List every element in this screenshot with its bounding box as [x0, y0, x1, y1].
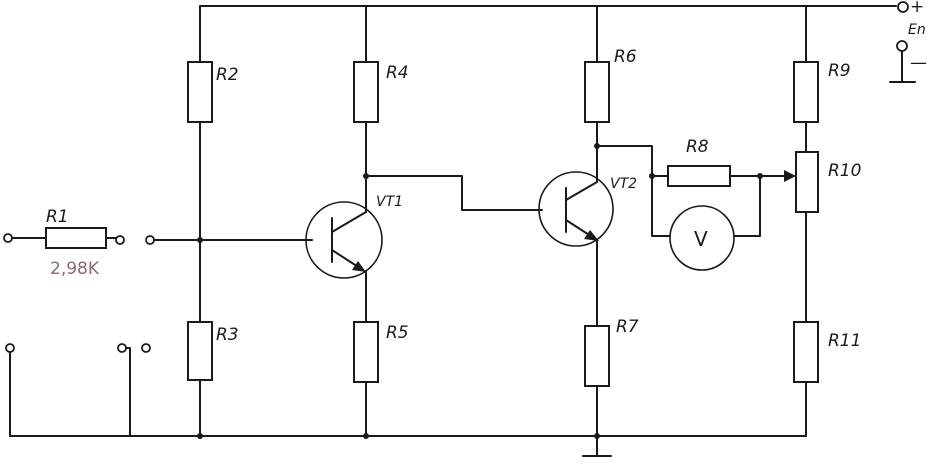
- resistor-r10-potentiometer: [795, 151, 819, 213]
- ground-mid-lead: [125, 347, 131, 437]
- resistor-r7: [584, 325, 610, 387]
- resistor-r4: [353, 61, 379, 123]
- junction-base-divider: [197, 237, 203, 243]
- supply-plus-sign: +: [910, 0, 924, 17]
- resistor-r11: [793, 321, 819, 383]
- bridge-left-wire: [596, 145, 671, 237]
- vt1-label: VT1: [376, 194, 403, 210]
- resistor-r3: [187, 321, 213, 381]
- vt2-collector-lead: [565, 181, 598, 201]
- r7-label: R7: [616, 317, 639, 337]
- vt1-collector-lead: [331, 211, 367, 233]
- ground-terminal-left[interactable]: [5, 343, 15, 353]
- r6-label: R6: [614, 47, 637, 67]
- vt1-emitter-arrow: [352, 261, 366, 272]
- resistor-r1: [45, 227, 107, 249]
- voltmeter-body: [669, 205, 735, 271]
- ground-symbol: [582, 435, 612, 457]
- junction-ground-r3: [197, 433, 203, 439]
- resistor-r9: [793, 61, 819, 123]
- r9-label: R9: [828, 61, 851, 81]
- ground-terminal-mid-b[interactable]: [141, 343, 151, 353]
- supply-minus-lead: [889, 50, 916, 83]
- r4-label: R4: [386, 63, 409, 83]
- transistor-vt1-body: [305, 201, 383, 279]
- r10-wiper-arrow: [784, 170, 796, 182]
- voltmeter-right-wire: [733, 175, 761, 237]
- r5-label: R5: [386, 323, 409, 343]
- ground-terminal-mid-a[interactable]: [117, 343, 127, 353]
- supply-label: En: [908, 22, 926, 38]
- voltmeter-label: V: [694, 227, 708, 251]
- transistor-vt2-body: [538, 171, 614, 247]
- r1-terminal-b[interactable]: [145, 235, 155, 245]
- r10-label: R10: [828, 161, 861, 181]
- junction-ground-r5: [363, 433, 369, 439]
- r8-label: R8: [686, 137, 709, 157]
- supply-minus-terminal[interactable]: [896, 40, 908, 52]
- input-terminal[interactable]: [3, 233, 13, 243]
- resistor-r5: [353, 321, 379, 383]
- resistor-r6: [584, 61, 610, 123]
- r11-label: R11: [828, 331, 861, 351]
- r1-value-label: 2,98K: [50, 259, 100, 279]
- r1-terminal-a[interactable]: [115, 235, 125, 245]
- junction-ground-r7: [594, 433, 600, 439]
- supply-plus-terminal[interactable]: [897, 1, 909, 13]
- resistor-r2: [187, 61, 213, 123]
- r1-label: R1: [46, 207, 69, 227]
- r2-label: R2: [216, 65, 239, 85]
- vt2-emitter-arrow: [584, 230, 599, 241]
- supply-minus-sign: —: [910, 53, 927, 73]
- interstage-wire: [365, 175, 543, 211]
- resistor-r8: [667, 165, 731, 187]
- vt2-label: VT2: [610, 176, 637, 192]
- r3-label: R3: [216, 325, 239, 345]
